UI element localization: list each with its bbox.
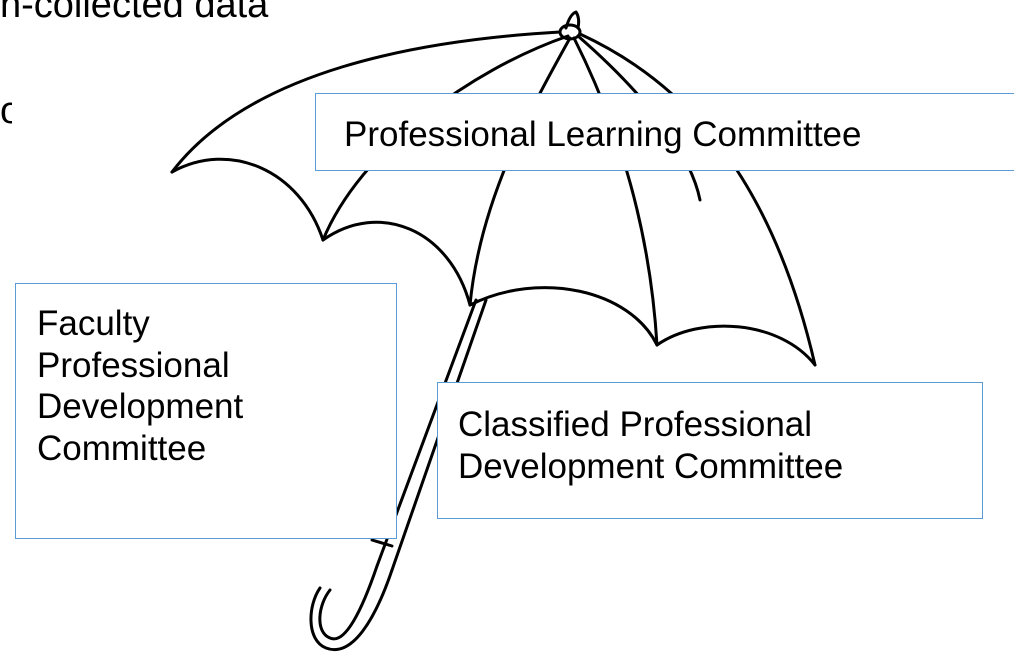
faculty-box-line-4: Committee (37, 428, 207, 468)
umbrella-scallop-1 (170, 157, 325, 242)
umbrella-canopy-right-edge (578, 32, 817, 367)
professional-learning-committee-box: Professional Learning Committee (315, 93, 1014, 171)
umbrella-canopy-left-edge (170, 30, 562, 174)
umbrella-scallop-2 (321, 220, 472, 307)
classified-box-line-2: Development Committee (458, 446, 844, 486)
left-edge-fragment: o (0, 92, 12, 130)
faculty-professional-development-box: Faculty Professional Development Committ… (15, 283, 397, 539)
umbrella-scallop-4 (655, 324, 817, 367)
faculty-box-line-2: Professional (37, 345, 230, 385)
umbrella-grip-top (370, 538, 394, 548)
umbrella-scallop-3 (468, 286, 659, 347)
umbrella-handle (309, 564, 394, 652)
classified-professional-development-box: Classified Professional Development Comm… (437, 382, 983, 519)
professional-learning-committee-label: Professional Learning Committee (344, 115, 862, 154)
umbrella-tip (564, 10, 581, 30)
umbrella-rib-3 (572, 36, 659, 347)
umbrella-rib-2 (468, 36, 572, 307)
classified-box-line-1: Classified Professional (458, 405, 813, 444)
faculty-box-line-3: Development (37, 387, 244, 427)
top-text-fragment: n-collected data (0, 0, 269, 26)
faculty-box-line-1: Faculty (37, 304, 150, 343)
